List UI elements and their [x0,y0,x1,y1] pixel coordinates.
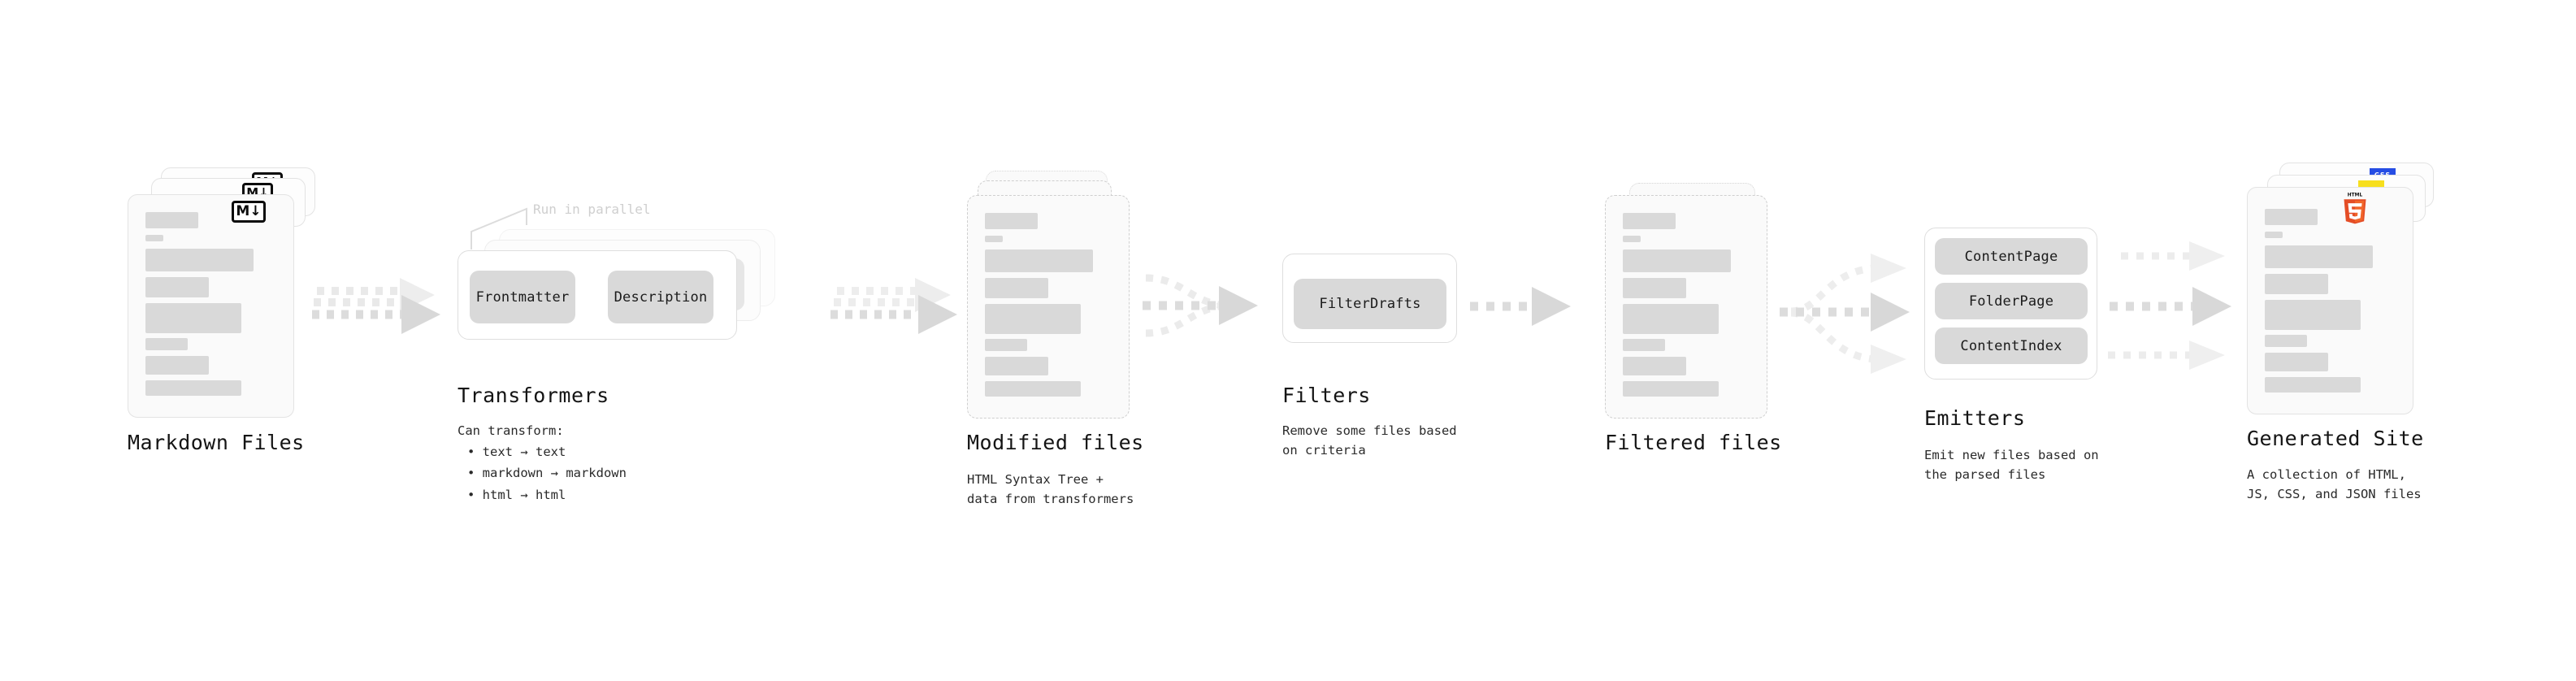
modified-file-card-front [967,195,1130,419]
arrow-filtered-to-emitters [1780,254,1910,374]
emitters-subtitle: Emit new files based on the parsed files [1924,448,2099,482]
arrow-transformers-to-modified [830,278,957,334]
site-file-card-html [2247,187,2413,414]
html5-icon: HTML [2344,193,2366,224]
filtered-files-title: Filtered files [1605,431,1782,454]
modified-files-title: Modified files [967,431,1144,454]
transformers-bullet-0: • text → text [467,445,566,459]
transformer-pill-description[interactable]: Description [608,271,713,323]
filter-pill-filterdrafts[interactable]: FilterDrafts [1294,279,1446,329]
transformers-subtitle: Can transform: [458,423,564,438]
arrow-emitters-to-site [2108,241,2231,370]
svg-text:HTML: HTML [2348,193,2363,198]
emitters-title: Emitters [1924,406,2026,430]
transformers-title: Transformers [458,384,609,407]
modified-files-subtitle: HTML Syntax Tree + data from transformer… [967,472,1134,506]
emitter-pill-contentindex[interactable]: ContentIndex [1935,327,2088,364]
filtered-file-card-front [1605,195,1767,419]
transformers-bullet-1: • markdown → markdown [467,466,627,480]
filters-subtitle: Remove some files based on criteria [1282,423,1457,458]
filters-title: Filters [1282,384,1371,407]
transformer-pill-frontmatter[interactable]: Frontmatter [470,271,575,323]
markdown-files-title: Markdown Files [128,431,305,454]
emitter-pill-contentpage[interactable]: ContentPage [1935,238,2088,275]
generated-site-title: Generated Site [2247,427,2424,450]
emitter-pill-folderpage[interactable]: FolderPage [1935,283,2088,319]
markdown-file-card-front [128,194,294,418]
transformers-bullet-2: • html → html [467,488,566,502]
generated-site-subtitle: A collection of HTML, JS, CSS, and JSON … [2247,467,2422,501]
arrow-markdown-to-transformers [312,278,440,334]
run-in-parallel-bracket [471,207,527,249]
arrow-filters-to-filtered [1470,287,1571,326]
markdown-badge: M↓ [232,201,266,223]
arrow-modified-to-filters [1143,274,1258,337]
run-in-parallel-label: Run in parallel [533,202,651,217]
